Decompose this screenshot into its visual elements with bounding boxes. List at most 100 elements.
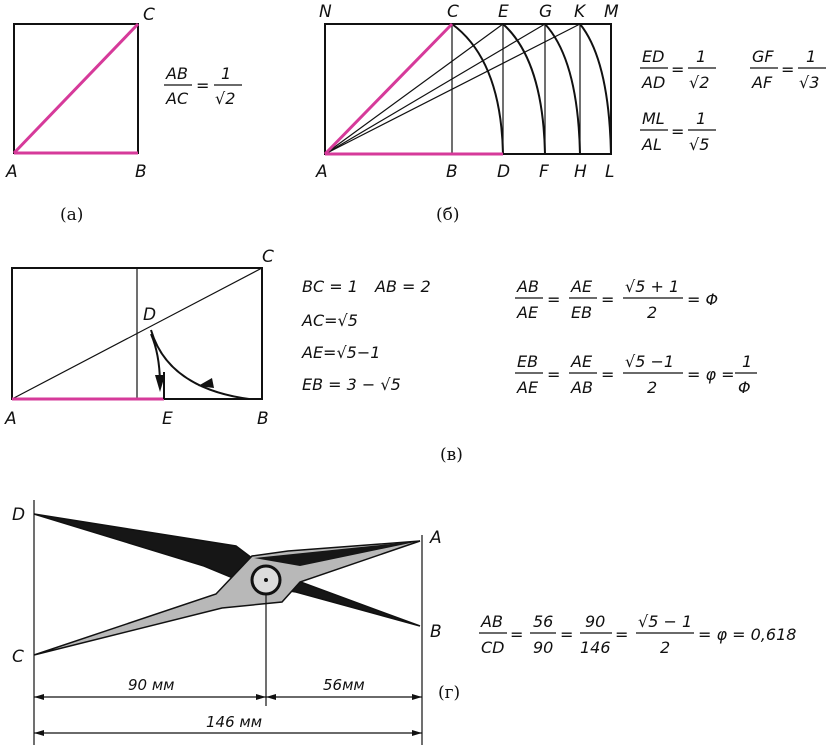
formula-rhs-num: 1 bbox=[806, 47, 816, 66]
rectangle-b bbox=[324, 23, 612, 155]
ray-ak bbox=[324, 23, 581, 155]
ray-ag bbox=[324, 23, 546, 155]
label-d: D bbox=[143, 305, 156, 325]
label-d: D bbox=[12, 505, 25, 525]
label-g: G bbox=[539, 2, 552, 22]
caption-a: (a) bbox=[60, 205, 83, 225]
formula-den: AE bbox=[516, 303, 539, 322]
formula-num: AE bbox=[570, 277, 593, 296]
formula-num: √5 + 1 bbox=[625, 277, 679, 296]
formula-result: = φ = 0,618 bbox=[698, 625, 796, 644]
label-b: B bbox=[257, 409, 269, 429]
label-c: C bbox=[447, 2, 459, 22]
diagonal-ac bbox=[12, 22, 140, 155]
label-n: N bbox=[319, 2, 332, 22]
label-b: B bbox=[135, 162, 147, 182]
arc-b-d bbox=[150, 329, 250, 400]
arc-c-d bbox=[451, 23, 504, 155]
equals-sign: = bbox=[560, 625, 573, 644]
dimension-90mm: 90 мм bbox=[128, 676, 175, 694]
formula-num: √5 −1 bbox=[625, 352, 674, 371]
formula-rhs-den: √2 bbox=[689, 73, 709, 92]
compass-leg-dark bbox=[33, 513, 421, 627]
label-a: A bbox=[315, 162, 328, 182]
formula-num: 90 bbox=[585, 612, 605, 631]
formula-den: AD bbox=[641, 73, 665, 92]
relation-ae: AE=√5−1 bbox=[301, 343, 380, 362]
formula-gf-af: GF AF = 1 √3 bbox=[750, 47, 826, 92]
dimension-146mm: 146 мм bbox=[206, 713, 262, 731]
relation-ac: AC=√5 bbox=[301, 311, 358, 330]
compass-leg-edge bbox=[254, 541, 420, 566]
equals-sign: = bbox=[510, 625, 523, 644]
formula-ml-al: ML AL = 1 √5 bbox=[640, 109, 716, 154]
formula-den: 2 bbox=[647, 303, 657, 322]
pivot-center bbox=[264, 578, 268, 582]
formula-num: AE bbox=[570, 352, 593, 371]
formula-ed-ad: ED AD = 1 √2 bbox=[640, 47, 716, 92]
panel-b: N C E G K M A B D F H L ED AD = 1 √2 GF … bbox=[315, 2, 826, 225]
formula-den: AB bbox=[570, 378, 593, 397]
formula-den: CD bbox=[481, 638, 505, 657]
formula-varphi: EB AE = AE AB = √5 −1 2 = φ = 1 Φ bbox=[515, 352, 757, 397]
relation-bc: BC = 1 bbox=[302, 277, 358, 296]
label-a: A bbox=[5, 162, 18, 182]
equals-sign: = bbox=[781, 60, 794, 79]
formula-den: 2 bbox=[647, 378, 657, 397]
caption-b: (б) bbox=[436, 205, 460, 225]
formula-den: 90 bbox=[533, 638, 553, 657]
formula-a-den: AC bbox=[165, 89, 189, 108]
label-b: B bbox=[446, 162, 458, 182]
caption-v: (в) bbox=[440, 445, 463, 465]
formula-den: AF bbox=[751, 73, 773, 92]
label-c: C bbox=[262, 247, 274, 267]
formula-a: AB AC = 1 √2 bbox=[164, 64, 242, 108]
label-m: M bbox=[604, 2, 619, 22]
caption-g: (г) bbox=[438, 683, 460, 703]
label-a: A bbox=[4, 409, 17, 429]
formula-rhs-num: 1 bbox=[696, 109, 706, 128]
formula-a-num: AB bbox=[165, 64, 188, 83]
formula-den: Φ bbox=[738, 378, 751, 397]
formula-num: EB bbox=[517, 352, 538, 371]
dimension-56mm: 56мм bbox=[323, 676, 365, 694]
label-e: E bbox=[498, 2, 509, 22]
formula-num: √5 − 1 bbox=[638, 612, 692, 631]
diagonal-ac bbox=[323, 22, 454, 156]
equals-sign: = bbox=[671, 122, 684, 141]
formula-rhs-den: √5 bbox=[689, 135, 709, 154]
label-b: B bbox=[430, 622, 442, 642]
formula-mid: = φ = bbox=[687, 365, 735, 384]
arc-e-f bbox=[502, 23, 546, 155]
formula-num: 56 bbox=[533, 612, 553, 631]
equals-sign: = bbox=[601, 365, 614, 384]
formula-phi: AB AE = AE EB = √5 + 1 2 = Φ bbox=[515, 277, 718, 322]
formula-rhs-den: √3 bbox=[799, 73, 819, 92]
formula-compass: AB CD = 56 90 = 90 146 = √5 − 1 2 = φ = … bbox=[479, 612, 796, 657]
label-h: H bbox=[574, 162, 587, 182]
label-f: F bbox=[539, 162, 549, 182]
relation-eb: EB = 3 − √5 bbox=[302, 375, 401, 394]
panel-v: A E B C D BC = 1 AB = 2 AC=√5 AE=√5−1 EB… bbox=[4, 247, 757, 465]
panel-g: 90 мм 56мм 146 мм D C A B AB CD = 56 90 … bbox=[12, 500, 796, 745]
arc-g-h bbox=[544, 23, 581, 155]
formula-den: 146 bbox=[580, 638, 611, 657]
equals-sign: = bbox=[547, 290, 560, 309]
formula-num: GF bbox=[752, 47, 774, 66]
arrowhead-left-icon bbox=[198, 378, 214, 388]
formula-num: AB bbox=[516, 277, 539, 296]
formula-num: ML bbox=[642, 109, 665, 128]
label-l: L bbox=[605, 162, 614, 182]
equals-sign: = bbox=[671, 60, 684, 79]
formula-den: AL bbox=[641, 135, 662, 154]
formula-rhs-num: 1 bbox=[696, 47, 706, 66]
formula-num: AB bbox=[480, 612, 503, 631]
label-k: K bbox=[574, 2, 587, 22]
relation-ab: AB = 2 bbox=[374, 277, 431, 296]
label-d: D bbox=[497, 162, 510, 182]
label-a: A bbox=[429, 528, 442, 548]
ray-ae bbox=[324, 23, 504, 155]
formula-a-rhs-den: √2 bbox=[215, 89, 235, 108]
formula-num: ED bbox=[642, 47, 664, 66]
